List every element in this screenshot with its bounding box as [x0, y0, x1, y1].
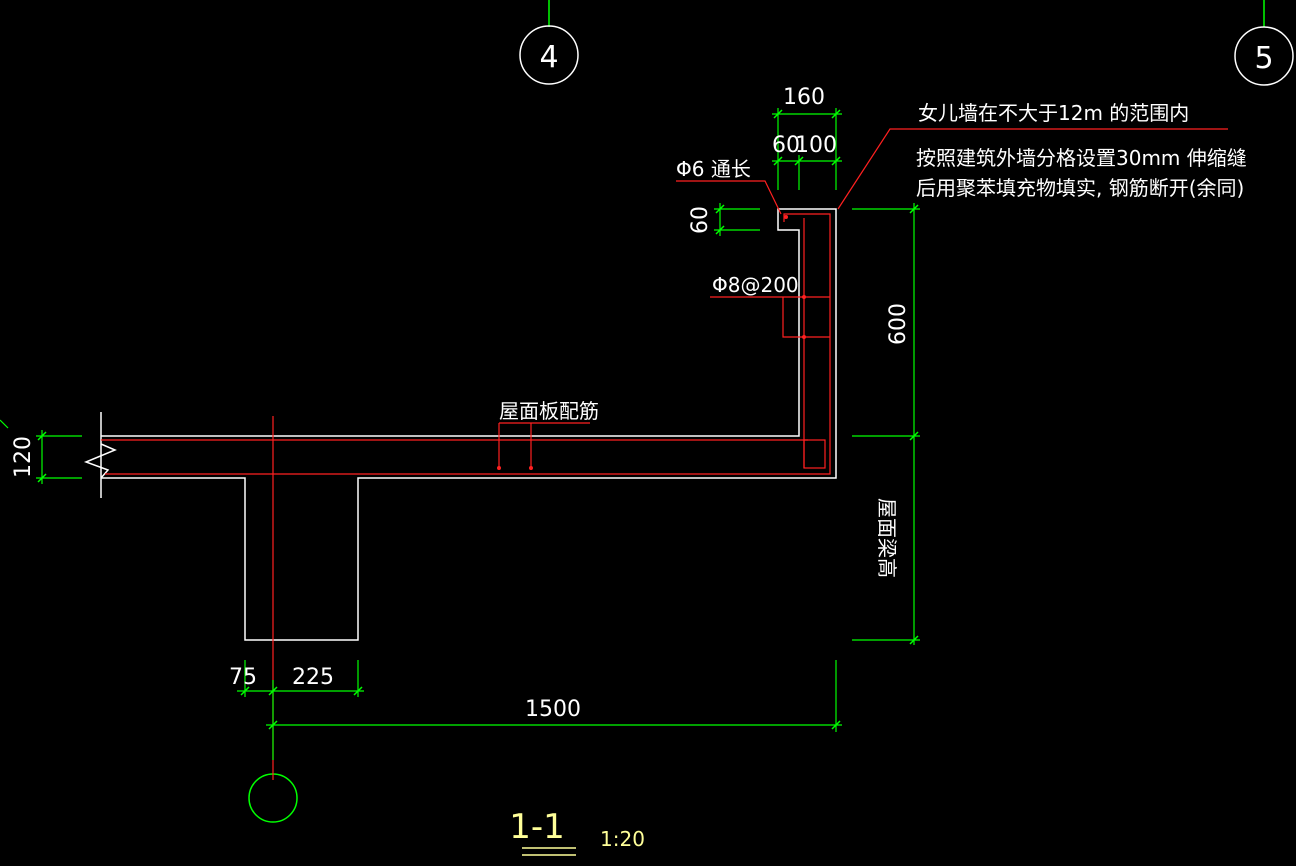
dim-100-text: 100 [795, 133, 837, 158]
phi6-leader [676, 180, 782, 215]
phi8-leader-2 [782, 297, 830, 338]
tick [37, 431, 47, 441]
dim-160-text: 160 [783, 85, 825, 110]
rebar-phi8-label: Φ8@200 [712, 273, 799, 297]
tick [794, 156, 804, 166]
concrete-outline [83, 208, 837, 641]
bottom-axis-circle [248, 773, 298, 823]
axis-5-label: 5 [1254, 41, 1273, 76]
dim-75-text: 75 [229, 665, 257, 690]
rebar-phi6-label: Φ6 通长 [676, 157, 751, 181]
dimension-lines [0, 108, 920, 760]
lip-rebar-dot [784, 215, 788, 219]
tick [831, 720, 841, 730]
bottom-axis-marker [248, 773, 298, 823]
note-line-3: 后用聚苯填充物填实, 钢筋断开(余同) [916, 176, 1244, 200]
slab-rebar-dot-2 [529, 466, 533, 470]
tick [909, 431, 919, 441]
tick [715, 225, 725, 235]
tick [831, 156, 841, 166]
section-title: 1-1 [509, 807, 565, 847]
break-line-zigzag [83, 443, 117, 479]
tick [268, 720, 278, 730]
axis-5-marker: 5 [1234, 0, 1294, 86]
tick [37, 473, 47, 483]
dim-1500-text: 1500 [525, 697, 581, 722]
dim-60-text: 60 [772, 133, 800, 158]
rebar-dots [497, 215, 806, 470]
slab-rebar-label: 屋面板配筋 [499, 399, 599, 423]
tick [773, 109, 783, 119]
tick [773, 156, 783, 166]
tick [831, 109, 841, 119]
slab-rebar-dot-1 [497, 466, 501, 470]
dim-600-text: 600 [886, 303, 911, 345]
corner-rebar-box [803, 439, 826, 469]
tick [353, 686, 363, 696]
beam-height-label: 屋面梁高 [875, 498, 899, 578]
rebar-group [101, 128, 1228, 780]
tick [715, 204, 725, 214]
axis-4-label: 4 [539, 40, 558, 75]
note-line-1: 女儿墙在不大于12m 的范围内 [918, 101, 1189, 125]
tick [240, 686, 250, 696]
tick [909, 635, 919, 645]
axis-4-circle [519, 25, 579, 85]
axis-5-circle [1234, 26, 1294, 86]
note-leader [837, 128, 1228, 210]
dim-120-partial [0, 419, 9, 429]
dimension-ticks [37, 109, 919, 730]
note-line-2: 按照建筑外墙分格设置30mm 伸缩缝 [916, 146, 1247, 170]
wall-rebar-dot-1 [802, 295, 806, 299]
tick [268, 686, 278, 696]
tick [909, 204, 919, 214]
section-outline [101, 208, 837, 641]
section-scale: 1:20 [600, 827, 645, 851]
parapet-main-rebar [105, 213, 831, 475]
dim-120-text: 120 [11, 436, 36, 478]
axis-4-marker: 4 [519, 0, 579, 85]
dim-lip-text: 60 [688, 206, 713, 234]
dim-225-text: 225 [292, 665, 334, 690]
wall-rebar-dot-2 [802, 335, 806, 339]
